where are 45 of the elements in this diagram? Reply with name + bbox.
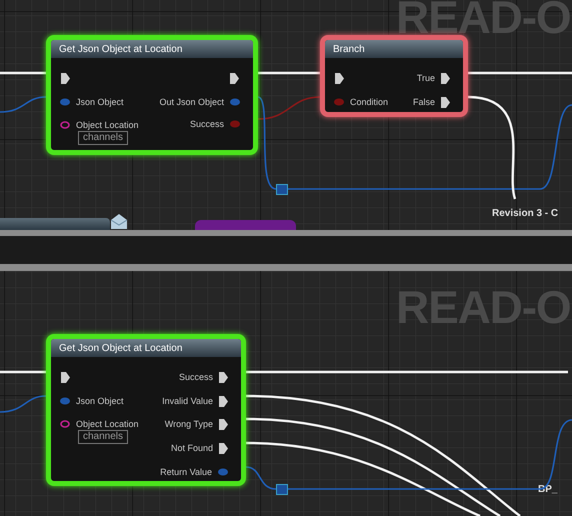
wire [468, 72, 572, 74]
pin-label: Success [190, 118, 224, 130]
pin-label: True [416, 72, 435, 84]
reroute-knot [276, 184, 288, 195]
pin-label: False [412, 96, 435, 108]
wire [258, 96, 276, 190]
node-title: Get Json Object at Location [51, 339, 241, 357]
wire [258, 72, 320, 74]
pin-label: Json Object [76, 395, 124, 407]
wire [288, 419, 572, 490]
wire [246, 418, 501, 516]
wire [246, 394, 521, 516]
wire [0, 72, 46, 74]
wire [246, 370, 568, 374]
comment-text: Revision 3 - C [492, 207, 558, 221]
pin-label: Not Found [170, 442, 213, 454]
wire [246, 442, 480, 516]
blueprint-node [320, 35, 468, 117]
node-header [195, 220, 296, 230]
input-field: channels [78, 131, 128, 145]
wire [258, 96, 320, 120]
pin-label: Condition [350, 96, 388, 108]
read-only-overlay-text: READ-O [396, 0, 571, 40]
wire [0, 370, 46, 374]
pin-label: Json Object [76, 96, 124, 108]
input-field: channels [78, 430, 128, 444]
pin-label: Out Json Object [159, 96, 224, 108]
wire [0, 395, 46, 413]
pin-label: Success [178, 371, 213, 383]
blueprint-node [46, 35, 258, 155]
pin-label: Invalid Value [162, 395, 213, 407]
wire [468, 96, 516, 200]
reroute-knot [276, 484, 288, 495]
wire [288, 104, 572, 190]
node-header [0, 218, 110, 230]
blueprint-node [46, 334, 246, 486]
pin-label: Object Location [76, 418, 139, 430]
node-title: Get Json Object at Location [51, 40, 253, 58]
pin-label: Return Value [160, 466, 212, 478]
node-title: Branch [325, 40, 463, 58]
pin-label: Object Location [76, 119, 139, 131]
read-only-overlay-text: READ-O [396, 284, 571, 330]
wire [246, 466, 276, 490]
wire [0, 96, 46, 113]
pin-label: Wrong Type [164, 418, 213, 430]
